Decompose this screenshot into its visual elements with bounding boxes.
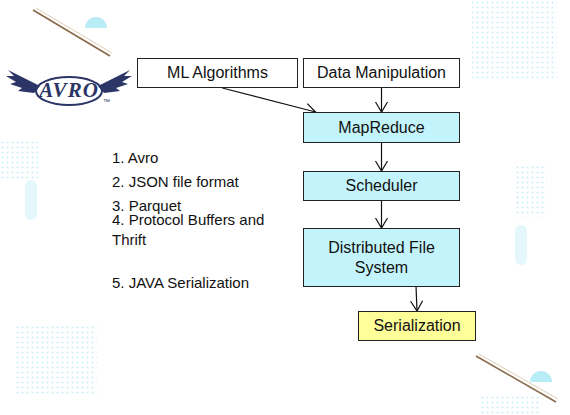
connector-line — [381, 143, 382, 171]
box-content: Serialization — [373, 316, 460, 336]
box-label: Serialization — [373, 316, 460, 336]
arrow-head — [376, 218, 388, 228]
list-item: 4. Protocol Buffers and Thrift — [112, 210, 290, 250]
arrow-head — [376, 161, 388, 171]
box-label: ML Algorithms — [167, 63, 268, 83]
process-box: Distributed File System — [303, 228, 460, 287]
flow-arrow — [376, 88, 388, 112]
list-item: 1. Avro — [112, 148, 302, 168]
box-label: MapReduce — [338, 118, 424, 138]
box-content: ML Algorithms — [167, 63, 268, 83]
trademark-mark: ™ — [103, 92, 115, 112]
process-box: Data Manipulation — [303, 58, 460, 88]
cyan-blob — [530, 371, 552, 382]
connector-line — [381, 88, 382, 112]
list-item: 5. JAVA Serialization — [112, 273, 302, 293]
box-content: Scheduler — [345, 176, 417, 196]
process-box: Scheduler — [303, 171, 460, 201]
box-label: Scheduler — [345, 176, 417, 196]
dot-grid — [15, 325, 97, 395]
connector-line — [222, 88, 315, 112]
needle-line — [36, 8, 112, 53]
arrow-head — [411, 301, 423, 311]
arrow-head — [376, 102, 388, 112]
flow-arrow — [411, 287, 423, 311]
connector-line — [415, 287, 417, 311]
box-content: MapReduce — [338, 118, 424, 138]
needle-line — [476, 356, 556, 402]
process-box: ML Algorithms — [137, 58, 298, 88]
cyan-blob — [85, 17, 107, 28]
connector-line — [381, 201, 382, 228]
needle-line — [33, 10, 110, 56]
dot-grid — [480, 395, 540, 415]
process-box: MapReduce — [303, 112, 460, 143]
box-label: Distributed File System — [308, 238, 455, 278]
box-content: Distributed File System — [308, 238, 455, 278]
needle-line — [479, 354, 558, 399]
box-content: Data Manipulation — [317, 63, 446, 83]
list-item: 2. JSON file format — [112, 172, 302, 192]
flow-arrow — [376, 201, 388, 228]
flow-arrow — [222, 88, 315, 115]
cyan-blob — [515, 225, 527, 265]
logo-text: AVRO — [24, 80, 114, 100]
logo-wings — [6, 70, 132, 105]
dot-grid — [0, 140, 38, 180]
dot-grid — [515, 165, 547, 217]
box-label: Data Manipulation — [317, 63, 446, 83]
dot-grid — [472, 0, 557, 78]
flow-arrow — [376, 143, 388, 171]
process-box: Serialization — [358, 311, 476, 341]
cyan-blob — [25, 180, 37, 220]
